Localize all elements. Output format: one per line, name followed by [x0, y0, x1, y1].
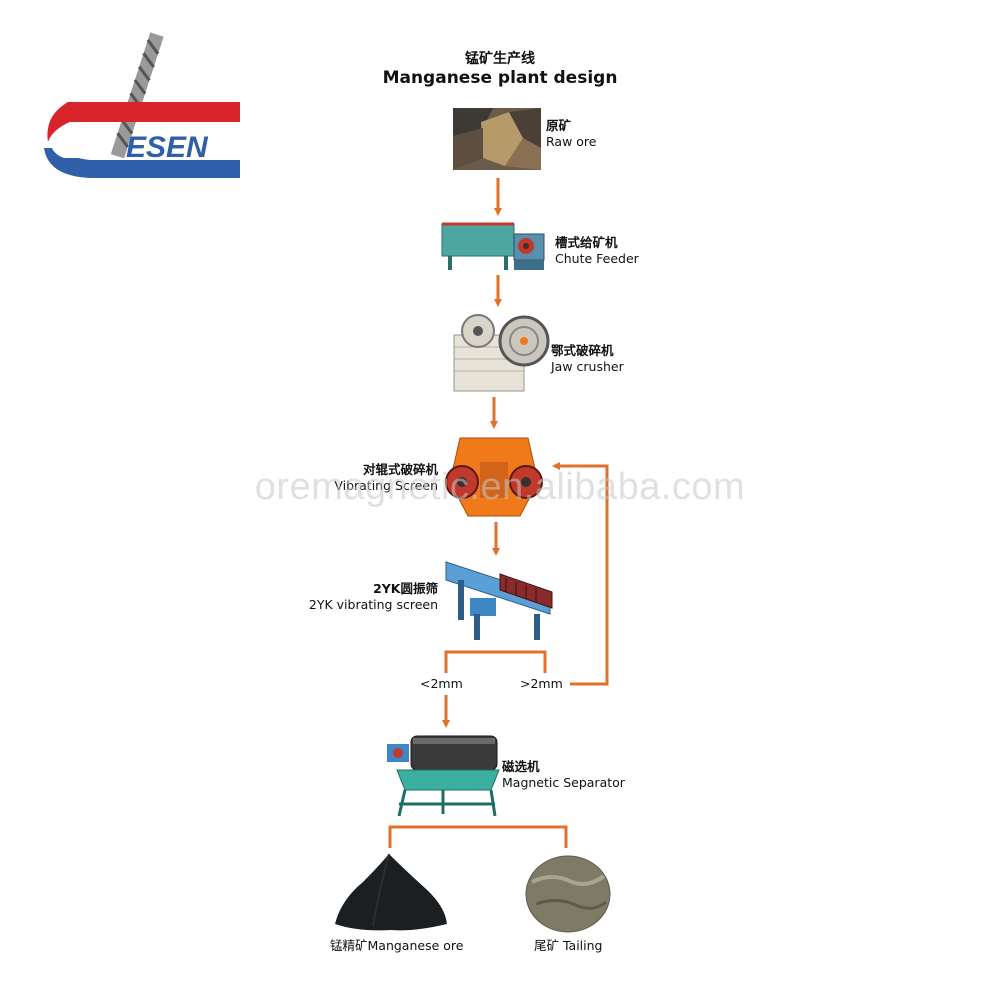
vibrating-screen-image	[445, 561, 553, 640]
logo-text: ESEN	[126, 131, 209, 164]
output-split	[388, 825, 568, 848]
label-roll-crusher-cn: 对辊式破碎机	[362, 462, 438, 477]
label-chute-feeder-cn: 槽式给矿机	[555, 235, 618, 250]
label-roll-crusher-en: Vibrating Screen	[334, 478, 438, 493]
label-chute-feeder: 槽式给矿机 Chute Feeder	[555, 235, 639, 267]
label-concentrate: 锰精矿Manganese ore	[330, 938, 464, 953]
label-coarse: >2mm	[520, 676, 563, 691]
esen-logo: ESEN	[44, 32, 240, 178]
label-roll-crusher: 对辊式破碎机 Vibrating Screen	[300, 462, 438, 494]
manganese-concentrate-image	[335, 853, 447, 931]
return-loop	[552, 462, 609, 686]
label-vibrating-screen-en: 2YK vibrating screen	[308, 597, 438, 612]
label-fine: <2mm	[420, 676, 463, 691]
title-cn: 锰矿生产线	[465, 51, 535, 67]
label-jaw-crusher-en: Jaw crusher	[551, 359, 624, 374]
label-raw-ore-en: Raw ore	[546, 134, 597, 149]
tailing-image	[525, 855, 611, 933]
roll-crusher-image	[445, 437, 543, 517]
title-en: Manganese plant design	[382, 68, 618, 88]
jaw-crusher-image	[453, 314, 550, 392]
split-line	[444, 650, 547, 673]
raw-ore-image	[453, 108, 541, 170]
label-magnetic-separator: 磁选机 Magnetic Separator	[502, 759, 625, 791]
label-raw-ore: 原矿 Raw ore	[546, 118, 596, 150]
watermark: oremagnetic.en.alibaba.com	[254, 466, 746, 508]
magnetic-separator-image	[387, 735, 500, 817]
label-chute-feeder-en: Chute Feeder	[555, 251, 639, 266]
label-vibrating-screen-cn: 2YK圆振筛	[373, 581, 438, 596]
label-magnetic-separator-en: Magnetic Separator	[502, 775, 625, 790]
label-magnetic-separator-cn: 磁选机	[502, 759, 540, 774]
label-vibrating-screen: 2YK圆振筛 2YK vibrating screen	[290, 581, 438, 613]
chute-feeder-image	[441, 222, 545, 270]
label-tailing: 尾矿 Tailing	[534, 938, 603, 953]
label-jaw-crusher-cn: 鄂式破碎机	[551, 343, 614, 358]
label-jaw-crusher: 鄂式破碎机 Jaw crusher	[551, 343, 624, 375]
label-raw-ore-cn: 原矿	[546, 118, 572, 133]
